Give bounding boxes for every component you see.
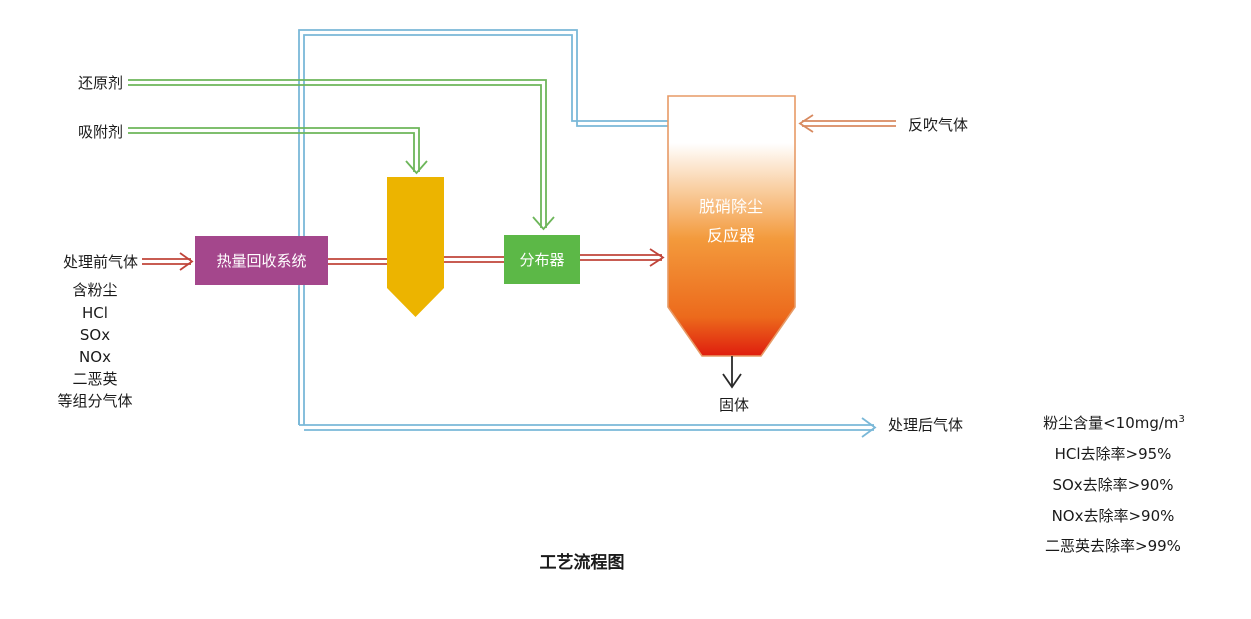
solids-label: 固体	[719, 396, 749, 414]
nox-removal-stat: NOx去除率>90%	[1052, 507, 1175, 525]
treated-gas-line	[298, 287, 877, 438]
reactor-label-line1: 脱硝除尘	[699, 197, 763, 216]
performance-stats: 粉尘含量<10mg/m3 HCl去除率>95% SOx去除率>90% NOx去除…	[1043, 414, 1185, 555]
blue-bypass-line	[298, 29, 668, 425]
reductant-line	[128, 79, 555, 231]
component-item: 二恶英	[72, 370, 117, 388]
adsorbent-hopper	[387, 177, 444, 317]
backblow-line	[798, 114, 896, 133]
hcl-removal-stat: HCl去除率>95%	[1055, 445, 1172, 463]
heat-recovery-unit: 热量回收系统	[195, 236, 328, 285]
dioxin-removal-stat: 二恶英去除率>99%	[1045, 537, 1181, 555]
component-item: 等组分气体	[57, 392, 132, 410]
heat-recovery-label: 热量回收系统	[216, 252, 306, 270]
distributor-unit: 分布器	[504, 235, 580, 284]
component-item: SOx	[80, 326, 110, 344]
solids-outlet-arrow	[722, 356, 742, 389]
diagram-caption: 工艺流程图	[540, 552, 625, 573]
raw-gas-line	[142, 252, 194, 271]
dust-content-stat: 粉尘含量<10mg/m3	[1043, 414, 1185, 432]
raw-gas-components: 含粉尘 HCl SOx NOx 二恶英 等组分气体	[57, 281, 132, 410]
sox-removal-stat: SOx去除率>90%	[1052, 476, 1173, 494]
component-item: 含粉尘	[72, 281, 117, 299]
component-item: HCl	[82, 304, 108, 322]
gas-line-heat-to-hopper	[328, 258, 388, 265]
raw-gas-label: 处理前气体	[63, 253, 138, 271]
component-item: NOx	[79, 348, 111, 366]
treated-gas-label: 处理后气体	[888, 416, 963, 434]
distributor-label: 分布器	[519, 251, 564, 269]
gas-line-hopper-to-distributor	[444, 256, 504, 263]
reactor-label-line2: 反应器	[707, 226, 755, 245]
adsorbent-line	[128, 127, 428, 175]
denitration-dust-reactor: 脱硝除尘 反应器	[667, 95, 796, 357]
backblow-label: 反吹气体	[908, 116, 968, 134]
gas-line-distributor-to-reactor	[580, 248, 665, 267]
reductant-label: 还原剂	[78, 74, 123, 92]
adsorbent-label: 吸附剂	[78, 123, 123, 141]
